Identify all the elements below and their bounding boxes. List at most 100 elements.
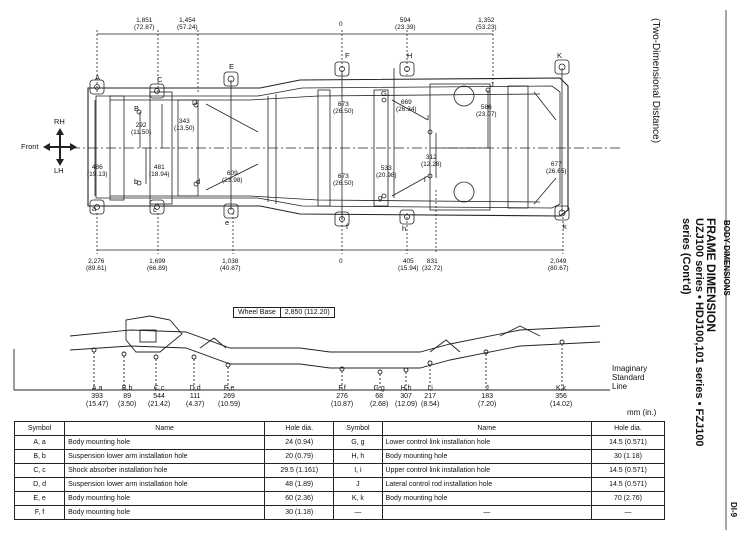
- name-cell: Body mounting hole: [64, 505, 266, 520]
- hole-dia-cell: 30 (1.18): [590, 449, 666, 464]
- symbol-cell: I, i: [333, 463, 383, 478]
- header-symbol-2: Symbol: [333, 421, 383, 436]
- point-label-b: b: [134, 177, 139, 186]
- wheel-base-value: 2,850 (112.20): [279, 307, 335, 318]
- hole-dia-cell: 29.5 (1.161): [264, 463, 335, 478]
- hole-dia-cell: 20 (0.79): [264, 449, 335, 464]
- hole-dia-cell: 48 (1.89): [264, 477, 335, 492]
- hole-dia-cell: 14.5 (0.571): [590, 477, 666, 492]
- point-label-D: D: [192, 98, 198, 107]
- point-label-I: I: [427, 113, 430, 122]
- hole-dia-cell: —: [590, 505, 666, 520]
- point-label-d: d: [196, 177, 201, 186]
- hole-dia-cell: 14.5 (0.571): [590, 435, 666, 450]
- name-cell: Lateral control rod installation hole: [381, 477, 592, 492]
- symbol-cell: G, g: [333, 435, 383, 450]
- point-label-B: B: [134, 104, 140, 113]
- symbol-cell: J: [333, 477, 383, 492]
- top-dim-3: 0: [339, 21, 343, 28]
- table-header-row: Symbol Name Hole dia. Symbol Name Hole d…: [13, 421, 666, 436]
- hole-spec-table: Symbol Name Hole dia. Symbol Name Hole d…: [13, 421, 666, 520]
- name-cell: Body mounting hole: [64, 435, 266, 450]
- bottom-dim-5: 405(15.94): [398, 258, 419, 272]
- point-label-C: C: [157, 75, 163, 84]
- bottom-dim-4: 0: [339, 258, 343, 265]
- inner-dim-292: 292(11.50): [131, 122, 152, 136]
- symbol-cell: —: [333, 505, 383, 520]
- symbol-cell: D, d: [13, 477, 66, 492]
- bottom-dim-2: 1,699(66.89): [147, 258, 168, 272]
- units-label: mm (in.): [627, 408, 657, 417]
- name-cell: Lower control link installation hole: [381, 435, 592, 450]
- hole-dia-cell: 70 (2.76): [590, 491, 666, 506]
- inner-dim-312: 312(12.28): [421, 154, 442, 168]
- two-dimensional-note: (Two-Dimensional Distance): [650, 18, 661, 144]
- inner-dim-677: 677(26.65): [546, 161, 567, 175]
- symbol-cell: C, c: [13, 463, 66, 478]
- header-name-2: Name: [381, 421, 592, 436]
- name-cell: Upper control link installation hole: [381, 463, 592, 478]
- top-dim-4: 594(23.39): [395, 17, 416, 31]
- header-symbol-1: Symbol: [13, 421, 66, 436]
- name-cell: —: [381, 505, 592, 520]
- point-label-K: K: [557, 51, 563, 60]
- imaginary-line-label: Imaginary Standard Line: [612, 364, 648, 391]
- hole-dia-cell: 60 (2.36): [264, 491, 335, 506]
- symbol-cell: B, b: [13, 449, 66, 464]
- hole-dia-cell: 14.5 (0.571): [590, 463, 666, 478]
- point-label-f: f: [346, 222, 349, 231]
- bottom-dim-3: 1,038(40.87): [220, 258, 241, 272]
- point-label-h: h: [402, 224, 407, 233]
- name-cell: Suspension lower arm installation hole: [64, 477, 266, 492]
- point-label-g: g: [378, 193, 383, 202]
- point-label-i: i: [424, 175, 426, 184]
- name-cell: Shock absorber installation hole: [64, 463, 266, 478]
- symbol-cell: H, h: [333, 449, 383, 464]
- top-dim-5: 1,352(53.23): [476, 17, 497, 31]
- bottom-dim-1: 2,276(89.61): [86, 258, 107, 272]
- name-cell: Body mounting hole: [381, 449, 592, 464]
- hole-dia-cell: 30 (1.18): [264, 505, 335, 520]
- name-cell: Body mounting hole: [381, 491, 592, 506]
- frame-subtitle-2: series (Cont'd): [680, 218, 692, 295]
- point-label-G: G: [381, 89, 387, 98]
- inner-dim-673-upper: 673(26.50): [333, 101, 354, 115]
- inner-dim-481: 481(18.94): [149, 164, 170, 178]
- symbol-cell: K, k: [333, 491, 383, 506]
- bottom-dim-6: 831(32.72): [422, 258, 443, 272]
- compass-front: Front: [21, 142, 39, 151]
- inner-dim-609: 609(23.98): [222, 170, 243, 184]
- point-label-E: E: [229, 62, 235, 71]
- header-hole-dia-2: Hole dia.: [590, 421, 666, 436]
- frame-subtitle-1: UZJ100 series • HDJ100,101 series • FZJ1…: [693, 218, 705, 447]
- inner-dim-343: 343(13.50): [174, 118, 195, 132]
- top-dim-2: 1,454(57.24): [177, 17, 198, 31]
- side-header: BODY DIMENSIONS: [722, 220, 731, 296]
- compass-rh: RH: [54, 117, 65, 126]
- inner-dim-486: 486(19.13): [87, 164, 108, 178]
- point-label-F: F: [345, 51, 350, 60]
- frame-title: FRAME DIMENSION: [704, 218, 718, 332]
- name-cell: Suspension lower arm installation hole: [64, 449, 266, 464]
- point-label-a: a: [92, 204, 97, 213]
- wheel-base-box: Wheel Base 2,850 (112.20): [233, 307, 335, 318]
- inner-dim-673-lower: 673(26.50): [333, 173, 354, 187]
- symbol-cell: A, a: [13, 435, 66, 450]
- point-label-k: k: [563, 222, 567, 231]
